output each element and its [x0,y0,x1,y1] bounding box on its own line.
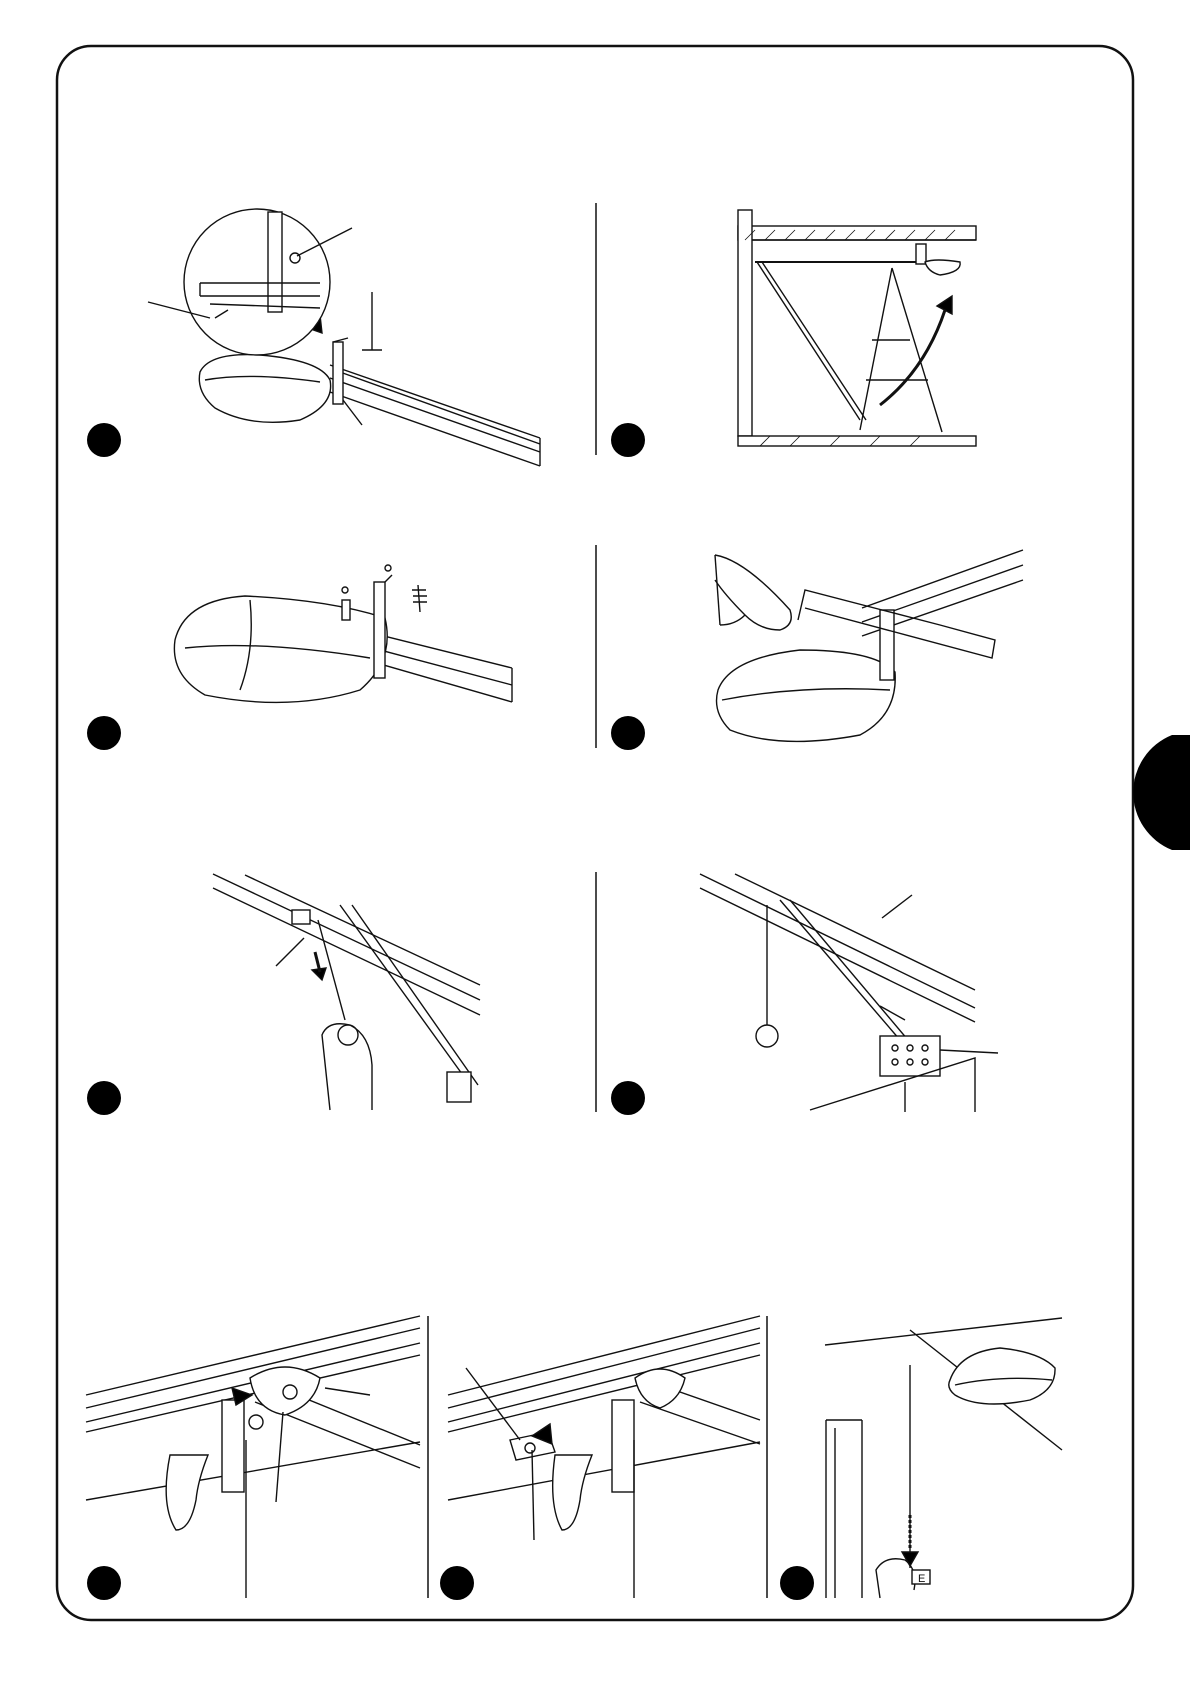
cord-tag-label: E [918,1573,925,1585]
step-marker-3 [87,716,121,750]
step-marker-9 [780,1566,814,1600]
step-marker-5 [87,1081,121,1115]
side-chapter-tab [1133,735,1190,850]
figure-release-cord [213,874,480,1110]
step-marker-4 [611,716,645,750]
step-marker-6 [611,1081,645,1115]
figure-carriage-engaged [86,1316,420,1598]
step-marker-2 [611,423,645,457]
step-markers [87,423,814,1600]
step-marker-1 [87,423,121,457]
figure-manual-release: E [825,1318,1062,1598]
figure-fix-bracket [174,565,512,702]
figure-carriage-released [448,1316,760,1598]
step-marker-8 [440,1566,474,1600]
figure-lift-to-ceiling [738,210,976,446]
figure-hacksaw-cut [715,550,1023,741]
figure-motor-rail-detail [148,209,540,466]
figure-arm-to-door [700,874,998,1112]
step-marker-7 [87,1566,121,1600]
